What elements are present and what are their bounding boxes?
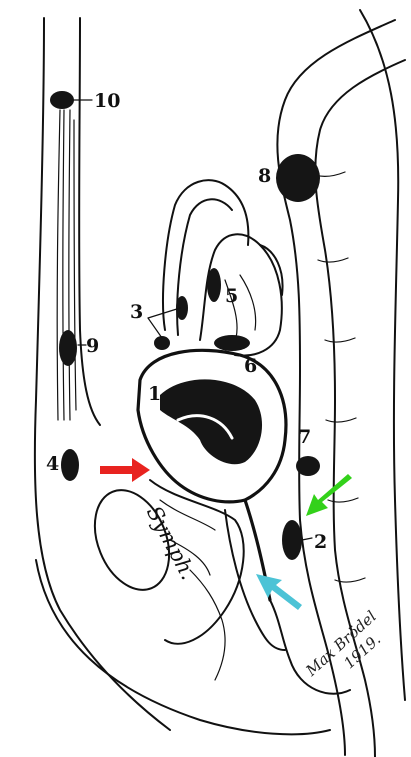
lesion-7	[296, 456, 320, 476]
lesion-5	[207, 268, 221, 302]
abdominal-wall	[35, 18, 330, 734]
label-6: 6	[244, 355, 257, 377]
label-4: 4	[46, 453, 59, 475]
tube-ovary-cluster	[163, 180, 282, 355]
lesion-4	[61, 449, 79, 481]
lesion-9	[59, 330, 77, 366]
green-arrow	[306, 474, 352, 516]
label-2: 2	[314, 531, 327, 553]
lesion-3a	[176, 296, 188, 320]
label-8: 8	[258, 165, 271, 187]
label-10: 10	[94, 90, 120, 112]
label-1: 1	[148, 383, 161, 405]
label-5: 5	[225, 285, 238, 307]
lesion-10	[50, 91, 74, 109]
artist-signature: Max Brödel 1919.	[302, 607, 385, 680]
lesion-2	[282, 520, 302, 560]
lesion-8	[276, 154, 320, 202]
label-7: 7	[298, 426, 311, 448]
lesion-1	[160, 379, 262, 464]
lesion-6	[214, 335, 250, 351]
label-3: 3	[130, 301, 143, 323]
red-arrow	[100, 458, 150, 482]
cyan-arrow	[256, 574, 302, 610]
label-9: 9	[86, 335, 99, 357]
